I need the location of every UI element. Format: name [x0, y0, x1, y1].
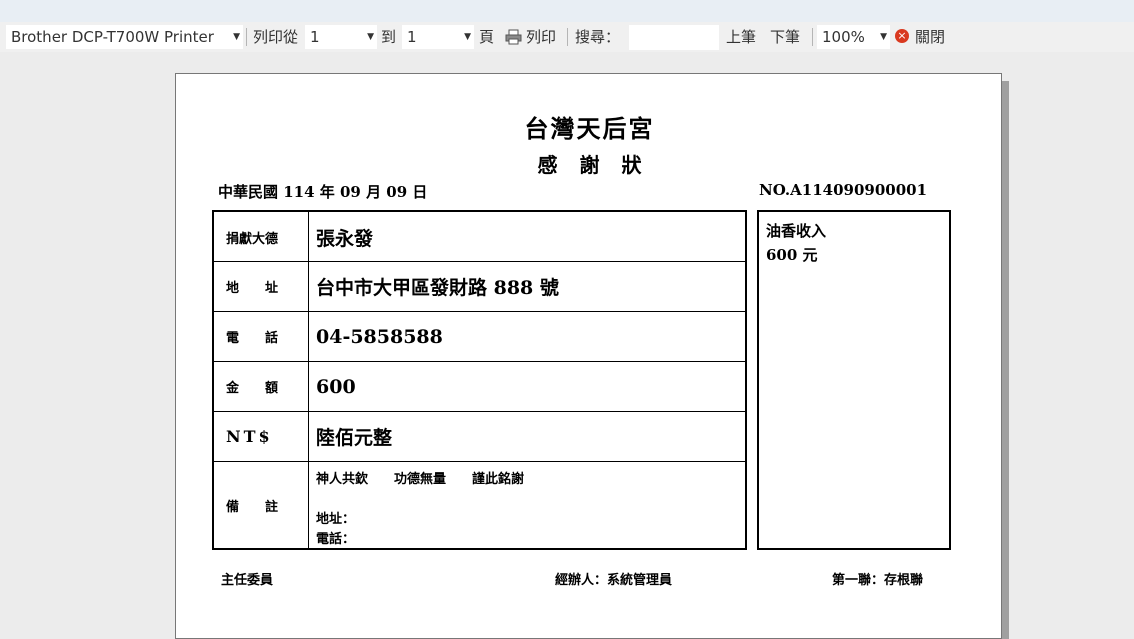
search-input[interactable] — [629, 25, 719, 50]
zoom-value: 100% — [822, 28, 865, 46]
print-from-label: 列印從 — [253, 28, 299, 46]
close-button-label: 關閉 — [915, 28, 946, 46]
remark-label: 備 註 — [214, 462, 309, 548]
page-unit-label: 頁 — [479, 28, 495, 46]
printer-icon — [505, 29, 522, 45]
chevron-down-icon: ▼ — [464, 32, 471, 42]
income-category: 油香收入 — [766, 222, 827, 240]
donor-address: 台中市大甲區發財路 888 號 — [316, 277, 559, 299]
preview-canvas: 台灣天后宮 感謝狀 中華民國 114 年 09 月 09 日 NO.A11409… — [0, 52, 1134, 639]
table-row: 電 話 04-5858588 — [214, 311, 745, 361]
next-record-button[interactable]: 下筆 — [770, 28, 801, 46]
table-row: 捐獻大德 張永發 — [214, 212, 745, 262]
income-summary-box: 油香收入 600 元 — [757, 210, 951, 550]
to-label: 到 — [381, 28, 397, 46]
receipt-number: NO.A114090900001 — [759, 181, 928, 199]
remark-phone: 電話： — [316, 532, 356, 547]
close-button[interactable]: × 關閉 — [895, 22, 955, 52]
temple-name: 台灣天后宮 — [524, 114, 655, 143]
donor-label: 捐獻大德 — [214, 212, 309, 262]
chevron-down-icon: ▼ — [880, 32, 887, 42]
remark-address: 地址： — [316, 512, 356, 527]
chevron-down-icon: ▼ — [233, 32, 240, 42]
donor-name: 張永發 — [316, 227, 374, 250]
from-page-value: 1 — [310, 28, 320, 46]
phone-label: 電 話 — [214, 312, 309, 361]
address-label: 地 址 — [214, 262, 309, 311]
to-page-select[interactable]: 1 ▼ — [402, 25, 474, 49]
donation-amount: 600 — [316, 375, 356, 398]
receipt-page: 台灣天后宮 感謝狀 中華民國 114 年 09 月 09 日 NO.A11409… — [175, 73, 1002, 639]
table-row: 金 額 600 — [214, 361, 745, 411]
from-page-select[interactable]: 1 ▼ — [305, 25, 377, 49]
donor-info-table: 捐獻大德 張永發 地 址 台中市大甲區發財路 888 號 電 話 04-5858… — [212, 210, 747, 550]
donor-phone: 04-5858588 — [316, 325, 443, 348]
printer-select[interactable]: Brother DCP-T700W Printer ▼ — [6, 25, 243, 49]
print-button-label: 列印 — [526, 28, 557, 46]
currency-label: NT$ — [214, 412, 309, 461]
remark-blessing: 神人共欽 功德無量 謹此銘謝 — [316, 472, 525, 487]
amount-in-words: 陸佰元整 — [316, 427, 393, 449]
search-label: 搜尋： — [575, 28, 621, 46]
printer-select-value: Brother DCP-T700W Printer — [11, 28, 214, 46]
handler-name: 經辦人：系統管理員 — [555, 573, 673, 588]
table-row: 備 註 神人共欽 功德無量 謹此銘謝 地址： 電話： — [214, 461, 745, 548]
zoom-select[interactable]: 100% ▼ — [817, 25, 890, 49]
toolbar-divider — [246, 28, 247, 46]
chevron-down-icon: ▼ — [367, 32, 374, 42]
to-page-value: 1 — [407, 28, 417, 46]
income-amount: 600 元 — [766, 246, 818, 264]
close-icon: × — [895, 29, 909, 43]
receipt-date: 中華民國 114 年 09 月 09 日 — [218, 183, 428, 201]
table-row: NT$ 陸佰元整 — [214, 411, 745, 461]
toolbar-divider — [567, 28, 568, 46]
table-row: 地 址 台中市大甲區發財路 888 號 — [214, 261, 745, 311]
amount-label: 金 額 — [214, 362, 309, 411]
window-top-strip — [0, 0, 1134, 22]
print-button[interactable]: 列印 — [505, 22, 561, 52]
prev-record-button[interactable]: 上筆 — [726, 28, 757, 46]
print-preview-toolbar: Brother DCP-T700W Printer ▼ 列印從 1 ▼ 到 1 … — [0, 22, 1134, 52]
document-title: 感謝狀 — [537, 153, 664, 177]
copy-label: 第一聯：存根聯 — [832, 573, 924, 588]
supervisor-signature: 主任委員 — [221, 573, 274, 588]
toolbar-divider — [812, 28, 813, 46]
